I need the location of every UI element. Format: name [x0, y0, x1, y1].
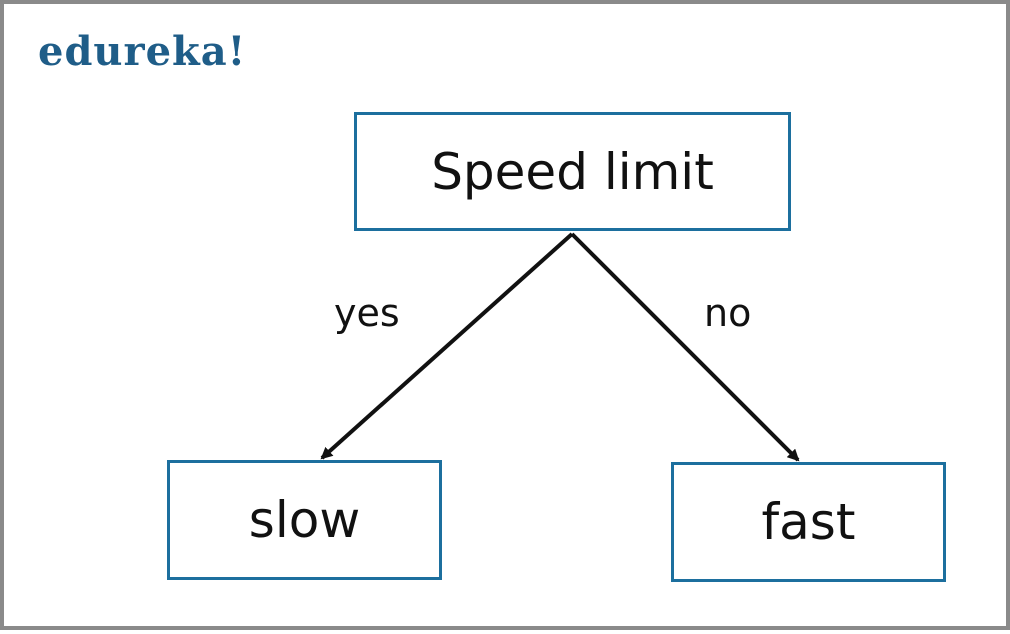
decision-edges [320, 232, 800, 462]
edge-yes-arrow [320, 232, 574, 460]
root-node: Speed limit [354, 112, 791, 231]
edge-yes-label: yes [334, 291, 400, 335]
root-node-label: Speed limit [431, 142, 714, 201]
edge-no-arrow [570, 232, 800, 462]
leaf-node-fast-label: fast [761, 493, 856, 551]
leaf-node-slow: slow [167, 460, 442, 580]
edge-no-label: no [704, 291, 752, 335]
edureka-logo: edureka! [38, 28, 247, 75]
leaf-node-slow-label: slow [248, 491, 361, 549]
leaf-node-fast: fast [671, 462, 946, 582]
